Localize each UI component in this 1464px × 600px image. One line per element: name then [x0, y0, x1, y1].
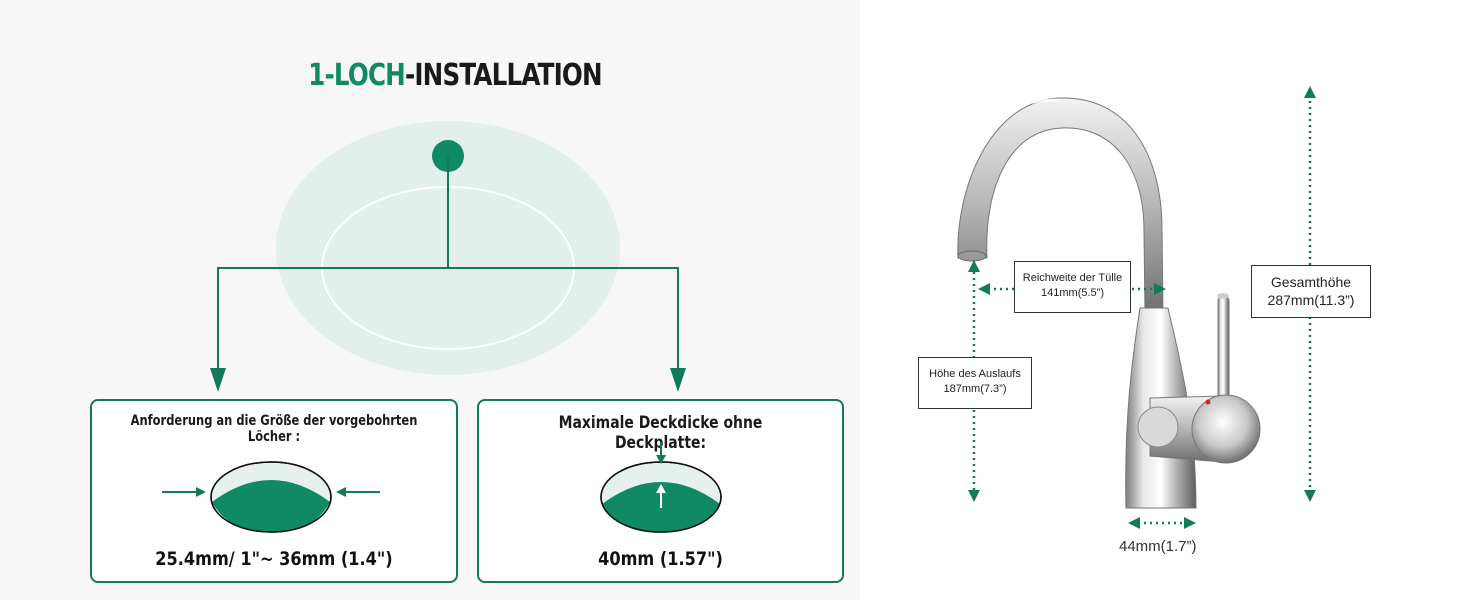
arrow-down-right-icon: [670, 368, 686, 392]
base-width-value: 44mm(1.7”): [1119, 538, 1197, 555]
deck-thickness-heading: Maximale Deckdicke ohne Deckplatte:: [558, 413, 763, 453]
spout-reach-label: Reichweite der Tülle 141mm(5.5”): [1014, 261, 1131, 313]
faucet-image: [957, 97, 1261, 509]
dimension-arrowheads: [968, 86, 1316, 529]
deck-thickness-value: 40mm (1.57"): [598, 548, 723, 570]
spout-reach-name: Reichweite der Tülle: [1022, 272, 1123, 284]
hole-requirement-heading: Anforderung an die Größe der vorgebohrte…: [130, 413, 418, 445]
deck-thickness-box: Maximale Deckdicke ohne Deckplatte: 40mm…: [477, 399, 844, 583]
title-accent: 1-LOCH: [308, 58, 406, 93]
total-height-value: 287mm(11.3”): [1267, 292, 1355, 308]
hole-requirement-box: Anforderung an die Größe der vorgebohrte…: [90, 399, 458, 583]
spout-height-label: Höhe des Auslaufs 187mm(7.3”): [918, 357, 1032, 409]
title-rest: -INSTALLATION: [404, 58, 603, 93]
page-title: 1-LOCH-INSTALLATION: [271, 58, 640, 93]
spout-height-name: Höhe des Auslaufs: [929, 368, 1021, 380]
total-height-name: Gesamthöhe: [1270, 274, 1352, 290]
total-height-label: Gesamthöhe 287mm(11.3”): [1251, 265, 1371, 318]
spout-height-value: 187mm(7.3”): [943, 383, 1007, 395]
connector-branches: [217, 267, 679, 372]
spout-reach-value: 141mm(5.5”): [1041, 287, 1104, 299]
hole-requirement-value: 25.4mm/ 1"~ 36mm (1.4"): [155, 548, 393, 570]
arrow-down-left-icon: [210, 368, 226, 392]
